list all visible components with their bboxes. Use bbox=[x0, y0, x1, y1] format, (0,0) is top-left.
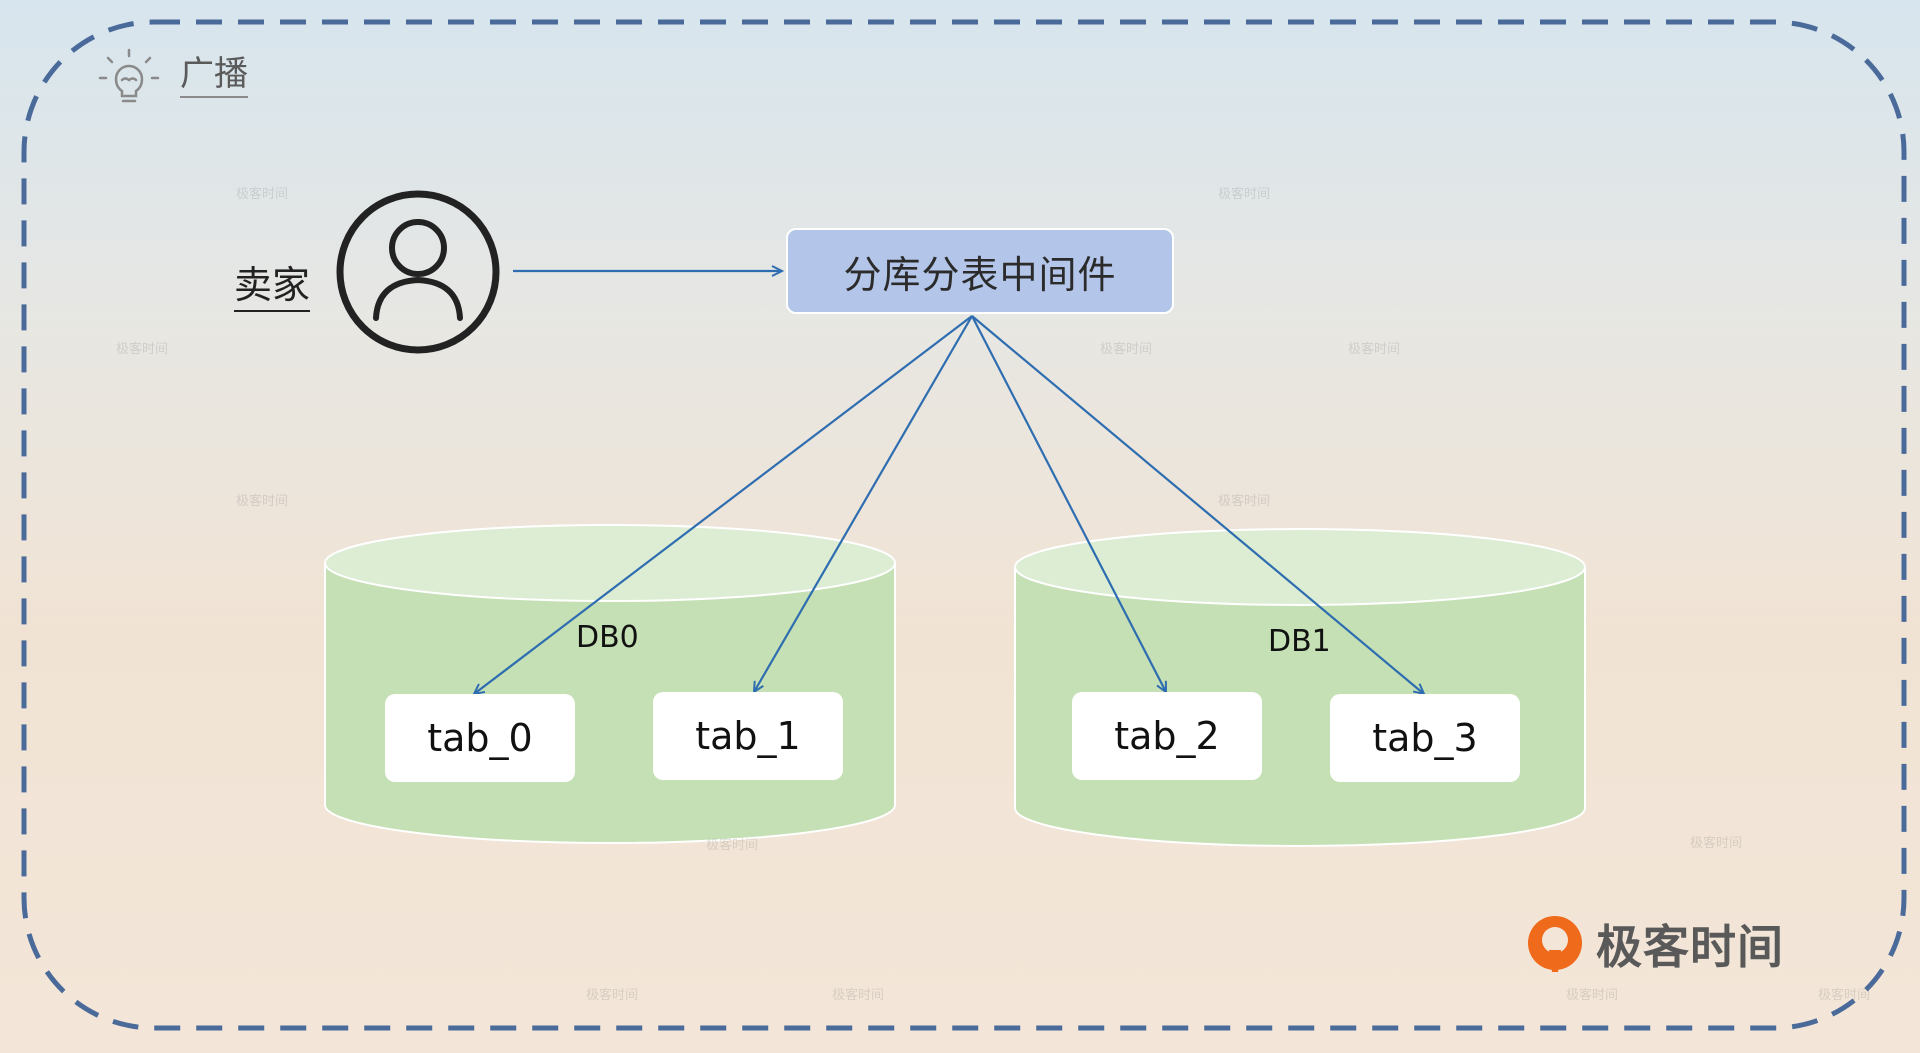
page-title: 广播 bbox=[180, 54, 248, 98]
watermark: 极客时间 bbox=[1218, 494, 1271, 509]
watermark: 极客时间 bbox=[1348, 342, 1401, 357]
watermark: 极客时间 bbox=[1690, 836, 1743, 851]
brand-name: 极客时间 bbox=[1596, 920, 1784, 974]
watermark: 极客时间 bbox=[706, 838, 759, 853]
db1-cylinder bbox=[1014, 528, 1586, 847]
watermark: 极客时间 bbox=[1566, 988, 1619, 1003]
watermark: 极客时间 bbox=[586, 988, 639, 1003]
table-tab-0: tab_0 bbox=[385, 694, 575, 782]
db1-label: DB1 bbox=[1268, 624, 1331, 659]
user-icon bbox=[336, 190, 500, 354]
db0-cylinder bbox=[324, 524, 896, 844]
watermark: 极客时间 bbox=[236, 494, 289, 509]
watermark: 极客时间 bbox=[1100, 342, 1153, 357]
geektime-logo-icon bbox=[1528, 916, 1582, 972]
watermark: 极客时间 bbox=[1818, 988, 1871, 1003]
table-tab-1: tab_1 bbox=[653, 692, 843, 780]
watermark: 极客时间 bbox=[116, 342, 169, 357]
watermark: 极客时间 bbox=[1218, 187, 1271, 202]
lightbulb-icon bbox=[96, 46, 162, 116]
arrow-to-tab-1 bbox=[752, 315, 973, 694]
brand: 极客时间 bbox=[1524, 912, 1784, 976]
table-tab-2: tab_2 bbox=[1072, 692, 1262, 780]
db0-label: DB0 bbox=[576, 620, 639, 655]
watermark: 极客时间 bbox=[236, 187, 289, 202]
middleware-box: 分库分表中间件 bbox=[786, 228, 1174, 314]
arrow-to-tab-2 bbox=[971, 315, 1168, 694]
arrow-to-tab-3 bbox=[971, 315, 1426, 696]
arrow-to-tab-0 bbox=[472, 315, 973, 696]
table-tab-3: tab_3 bbox=[1330, 694, 1520, 782]
watermark: 极客时间 bbox=[832, 988, 885, 1003]
seller-label: 卖家 bbox=[234, 262, 311, 312]
outer-dashed-frame bbox=[21, 19, 1907, 1031]
